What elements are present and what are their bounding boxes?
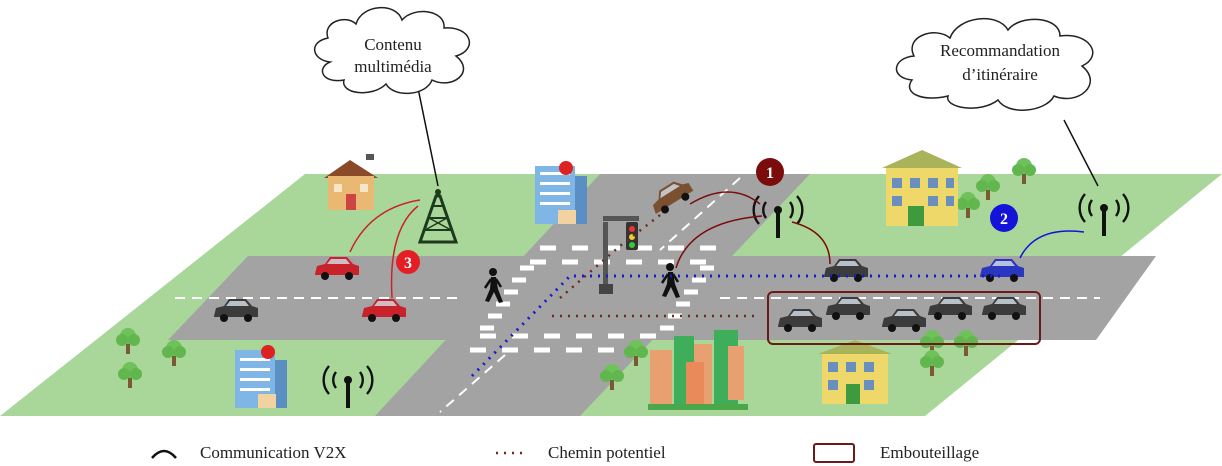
badge-three-label: 3 bbox=[404, 255, 412, 272]
cloud-route-line1: Recommandation bbox=[940, 41, 1060, 60]
badge-one-label: 1 bbox=[766, 165, 774, 182]
lane-marking-top bbox=[659, 177, 741, 251]
legend-path-label: Chemin potentiel bbox=[548, 443, 666, 462]
legend-jam-label: Embouteillage bbox=[880, 443, 979, 462]
house-building-icon bbox=[324, 154, 378, 210]
cloud-route-line2: d’itinéraire bbox=[962, 65, 1038, 84]
v2x-link-antenna-car-blue bbox=[1019, 230, 1085, 259]
v2x-link-rsu-pedestrian bbox=[675, 215, 763, 269]
cloud-multimedia-line1: Contenu bbox=[364, 35, 422, 54]
apartment-towers-icon bbox=[648, 330, 748, 410]
v2x-link-tower-car-red-bottom bbox=[390, 205, 419, 299]
v2x-link-rsu-car-brown bbox=[689, 191, 761, 205]
crosswalk-right bbox=[660, 265, 714, 331]
cell-tower-icon bbox=[417, 189, 459, 244]
school-building-bottom-icon bbox=[818, 340, 892, 404]
traffic-light-icon bbox=[599, 216, 639, 294]
badge-three: 3 bbox=[396, 250, 420, 274]
legend-jam-box-icon bbox=[813, 443, 855, 463]
cloud-multimedia-line2: multimédia bbox=[354, 57, 432, 76]
cloud-multimedia-content: Contenu multimédia bbox=[314, 6, 471, 95]
hospital-building-top-icon bbox=[535, 161, 587, 224]
cloud-right-callout-line bbox=[1063, 119, 1099, 187]
legend-v2x-label: Communication V2X bbox=[200, 443, 347, 462]
cloud-route-recommendation: Recommandation d’itinéraire bbox=[895, 17, 1094, 111]
school-building-top-icon bbox=[882, 150, 962, 226]
cloud-left-callout-line bbox=[417, 87, 439, 187]
crosswalk-left bbox=[480, 265, 534, 331]
legend: Communication V2X Chemin potentiel Embou… bbox=[151, 443, 979, 463]
crosswalk-top bbox=[530, 245, 716, 265]
lane-marking-bottom bbox=[439, 354, 506, 413]
badge-two-label: 2 bbox=[1000, 211, 1008, 228]
badge-one: 1 bbox=[756, 158, 784, 186]
badge-two: 2 bbox=[990, 204, 1018, 232]
v2x-link-tower-car-red-top bbox=[349, 199, 421, 253]
v2x-link-rsu-car-dark bbox=[791, 221, 831, 265]
traffic-jam-box bbox=[767, 291, 1041, 345]
legend-v2x-arc-icon bbox=[151, 449, 177, 459]
hospital-building-bottom-icon bbox=[235, 345, 287, 408]
